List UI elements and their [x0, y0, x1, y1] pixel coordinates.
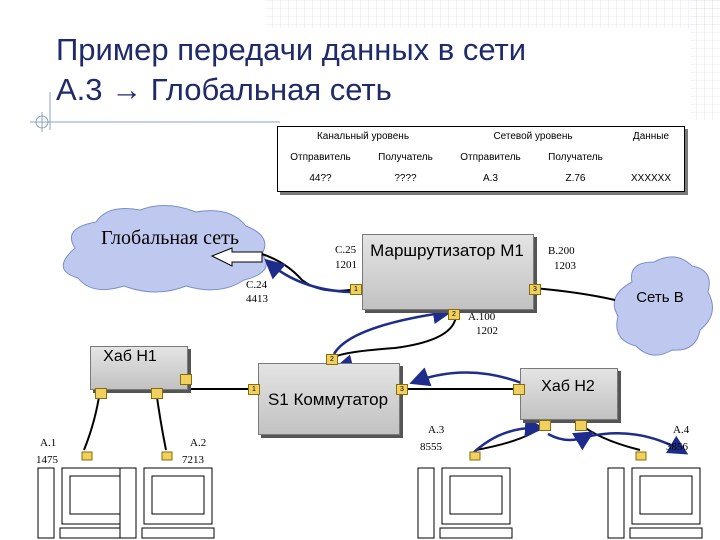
computer-icon — [417, 451, 513, 539]
host-a3-addr: А.3 — [428, 424, 445, 436]
global-mac: 4413 — [246, 293, 268, 305]
switch-port-3[interactable]: 3 — [396, 384, 408, 395]
cable-hub2-a4 — [579, 423, 641, 451]
router-left-mac: 1201 — [335, 259, 357, 271]
val-link-receiver: ???? — [394, 173, 417, 184]
corner-grid — [265, 0, 720, 28]
cloud-global-label: Глобальная сеть — [100, 227, 239, 249]
router-left-addr: С.25 — [335, 244, 357, 256]
header-data: Данные — [632, 131, 670, 142]
page-title-line1: Пример передачи данных в сети — [56, 32, 527, 67]
hub2-label: Хаб Н2 — [541, 378, 595, 395]
switch-label: S1 Коммутатор — [267, 390, 389, 409]
switch-port-2[interactable]: 2 — [326, 354, 338, 365]
hub1-label: Хаб Н1 — [103, 348, 157, 365]
sub-receiver-link: Получатель — [378, 152, 433, 163]
arrow-hub2-switch — [409, 367, 525, 387]
computer-icon — [119, 451, 215, 539]
router-port-1[interactable]: 1 — [350, 284, 362, 295]
host-a1-mac: 1475 — [36, 454, 58, 466]
router-right-mac: 1203 — [554, 260, 576, 272]
router-port-2[interactable]: 2 — [448, 309, 460, 320]
arrow-router-global — [264, 258, 351, 294]
header-link-layer: Канальный уровень — [316, 131, 410, 142]
val-data: XXXXXX — [630, 173, 672, 184]
cable-router-netb — [532, 287, 616, 301]
header-network-layer: Сетевой уровень — [493, 131, 573, 142]
arrow-switch-router — [332, 304, 453, 355]
hub1-box[interactable] — [90, 346, 188, 390]
hub2-port-left[interactable] — [539, 420, 551, 431]
router-port-3[interactable]: 3 — [529, 284, 541, 295]
router-box[interactable] — [362, 234, 534, 310]
switch-port-1[interactable]: 1 — [248, 384, 260, 395]
router-bottom-mac: 1202 — [476, 325, 498, 337]
side-grid — [690, 0, 720, 120]
val-link-sender: 44?? — [309, 173, 332, 184]
global-addr: С.24 — [246, 279, 268, 291]
arrow-a3-hub2 — [469, 417, 545, 457]
hub1-port-right[interactable] — [180, 374, 192, 385]
hub1-port-mid[interactable] — [151, 388, 163, 399]
hub2-port-in[interactable] — [513, 384, 525, 395]
host-a1-addr: А.1 — [40, 437, 57, 449]
router-bottom-addr: А.100 — [468, 311, 496, 323]
val-net-receiver: Z.76 — [565, 173, 586, 184]
cable-router-switch — [332, 313, 457, 359]
host-a4-mac: 3856 — [666, 441, 688, 453]
cable-hub1-a1 — [83, 389, 101, 451]
host-a4-addr: А.4 — [673, 424, 690, 436]
computer-icon — [37, 451, 133, 539]
cloud-b-label: Сеть В — [636, 289, 684, 306]
hub2-port-right[interactable] — [575, 420, 587, 431]
host-a3-mac: 8555 — [420, 441, 442, 453]
arrow-hub2-loop — [547, 431, 595, 451]
sub-sender-net: Отправитель — [460, 152, 521, 163]
val-net-sender: А.3 — [482, 173, 498, 184]
router-right-addr: В.200 — [548, 245, 575, 257]
computer-icon — [607, 451, 703, 539]
host-a2-mac: 7213 — [182, 454, 204, 466]
hub2-box[interactable] — [520, 368, 618, 420]
host-a2-addr: А.2 — [190, 437, 207, 449]
frame-table: Канальный уровень Сетевой уровень Данные… — [277, 126, 685, 192]
router-label: Маршрутизатор М1 — [370, 241, 524, 260]
sub-sender-link: Отправитель — [290, 152, 351, 163]
hub1-port-left[interactable] — [95, 388, 107, 399]
cloud-b-shape — [613, 256, 713, 356]
arrow-hub2-a4 — [589, 431, 689, 455]
page-title-line2: А.3 → Глобальная сеть — [56, 72, 392, 107]
cable-hub1-a2 — [155, 389, 167, 451]
sub-receiver-net: Получатель — [548, 152, 603, 163]
